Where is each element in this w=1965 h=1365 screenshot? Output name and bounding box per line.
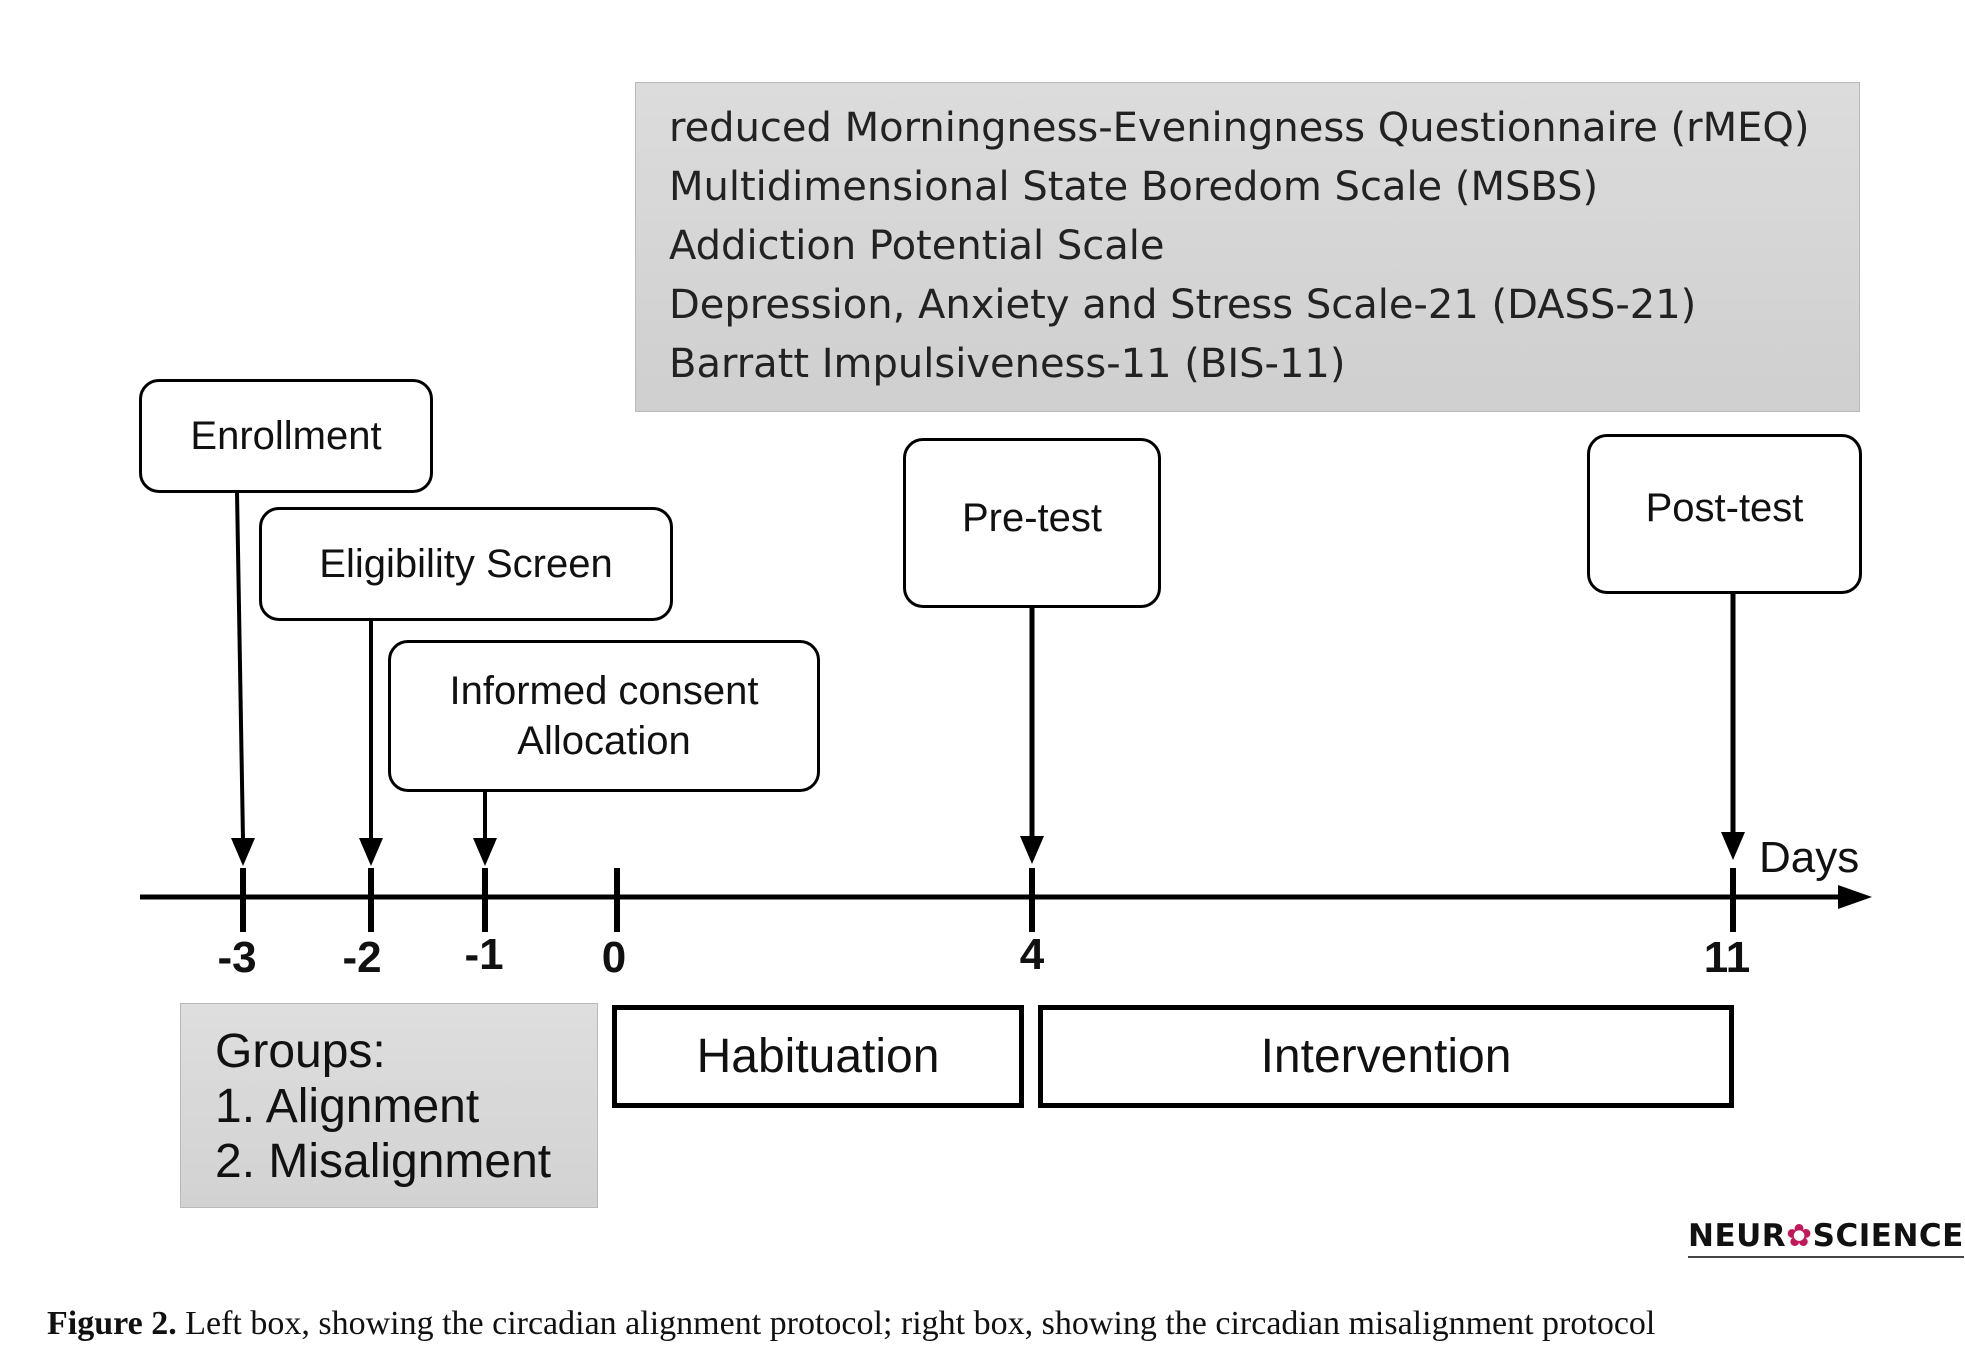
- group-item: 2. Misalignment: [215, 1135, 552, 1188]
- pretest-label: Pre-test: [961, 496, 1103, 540]
- caption-label: Figure 2.: [47, 1305, 177, 1342]
- eligibility-screen-box: Eligibility Screen: [259, 507, 673, 621]
- scale-item: Depression, Anxiety and Stress Scale-21 …: [669, 282, 1697, 328]
- pretest-box: Pre-test: [903, 438, 1161, 608]
- tick-label: -2: [342, 933, 382, 982]
- logo-text-right: SCIENCE: [1812, 1218, 1964, 1254]
- groups-title: Groups:: [215, 1025, 386, 1078]
- intervention-label: Intervention: [1260, 1030, 1512, 1083]
- tick-label: 0: [601, 933, 627, 982]
- days-axis-label: Days: [1759, 833, 1860, 882]
- group-item: 1. Alignment: [215, 1080, 480, 1133]
- arrowhead-eligibility: [359, 838, 383, 866]
- habituation-box: Habituation: [612, 1005, 1024, 1108]
- enrollment-box: Enrollment: [139, 379, 433, 493]
- consent-label: Informed consent: [449, 669, 759, 713]
- questionnaire-box: reduced Morningness-Eveningness Question…: [635, 82, 1860, 412]
- tick-label: -3: [217, 933, 257, 982]
- logo-mark-icon: ✿: [1786, 1218, 1813, 1254]
- arrowhead-pretest: [1020, 836, 1044, 864]
- arrowhead-posttest: [1721, 832, 1745, 860]
- posttest-label: Post-test: [1645, 486, 1804, 530]
- arrow-enrollment: [235, 491, 245, 841]
- intervention-box: Intervention: [1038, 1005, 1734, 1108]
- enrollment-label: Enrollment: [190, 414, 382, 458]
- groups-box: Groups: 1. Alignment 2. Misalignment: [180, 1003, 598, 1208]
- tick-label: -1: [464, 930, 504, 979]
- scale-item: Addiction Potential Scale: [669, 223, 1165, 269]
- axis-arrowhead: [1838, 885, 1872, 909]
- scale-item: Barratt Impulsiveness-11 (BIS-11): [669, 341, 1346, 387]
- caption-text: Left box, showing the circadian alignmen…: [176, 1305, 1656, 1342]
- consent-allocation-box: Informed consent Allocation: [388, 640, 820, 792]
- eligibility-label: Eligibility Screen: [319, 542, 613, 586]
- habituation-label: Habituation: [696, 1030, 940, 1083]
- allocation-label: Allocation: [517, 719, 691, 763]
- scale-item: reduced Morningness-Eveningness Question…: [669, 105, 1810, 151]
- neuroscience-logo: NEUR✿SCIENCE: [1688, 1218, 1964, 1258]
- logo-text-left: NEUR: [1688, 1218, 1787, 1254]
- arrowhead-enrollment: [231, 838, 255, 866]
- tick-label: 4: [1019, 930, 1045, 979]
- posttest-box: Post-test: [1587, 434, 1862, 594]
- scale-item: Multidimensional State Boredom Scale (MS…: [669, 164, 1599, 210]
- figure-caption: Figure 2. Left box, showing the circadia…: [47, 1305, 1655, 1343]
- arrowhead-consent: [473, 838, 497, 866]
- tick-label: 11: [1703, 933, 1751, 982]
